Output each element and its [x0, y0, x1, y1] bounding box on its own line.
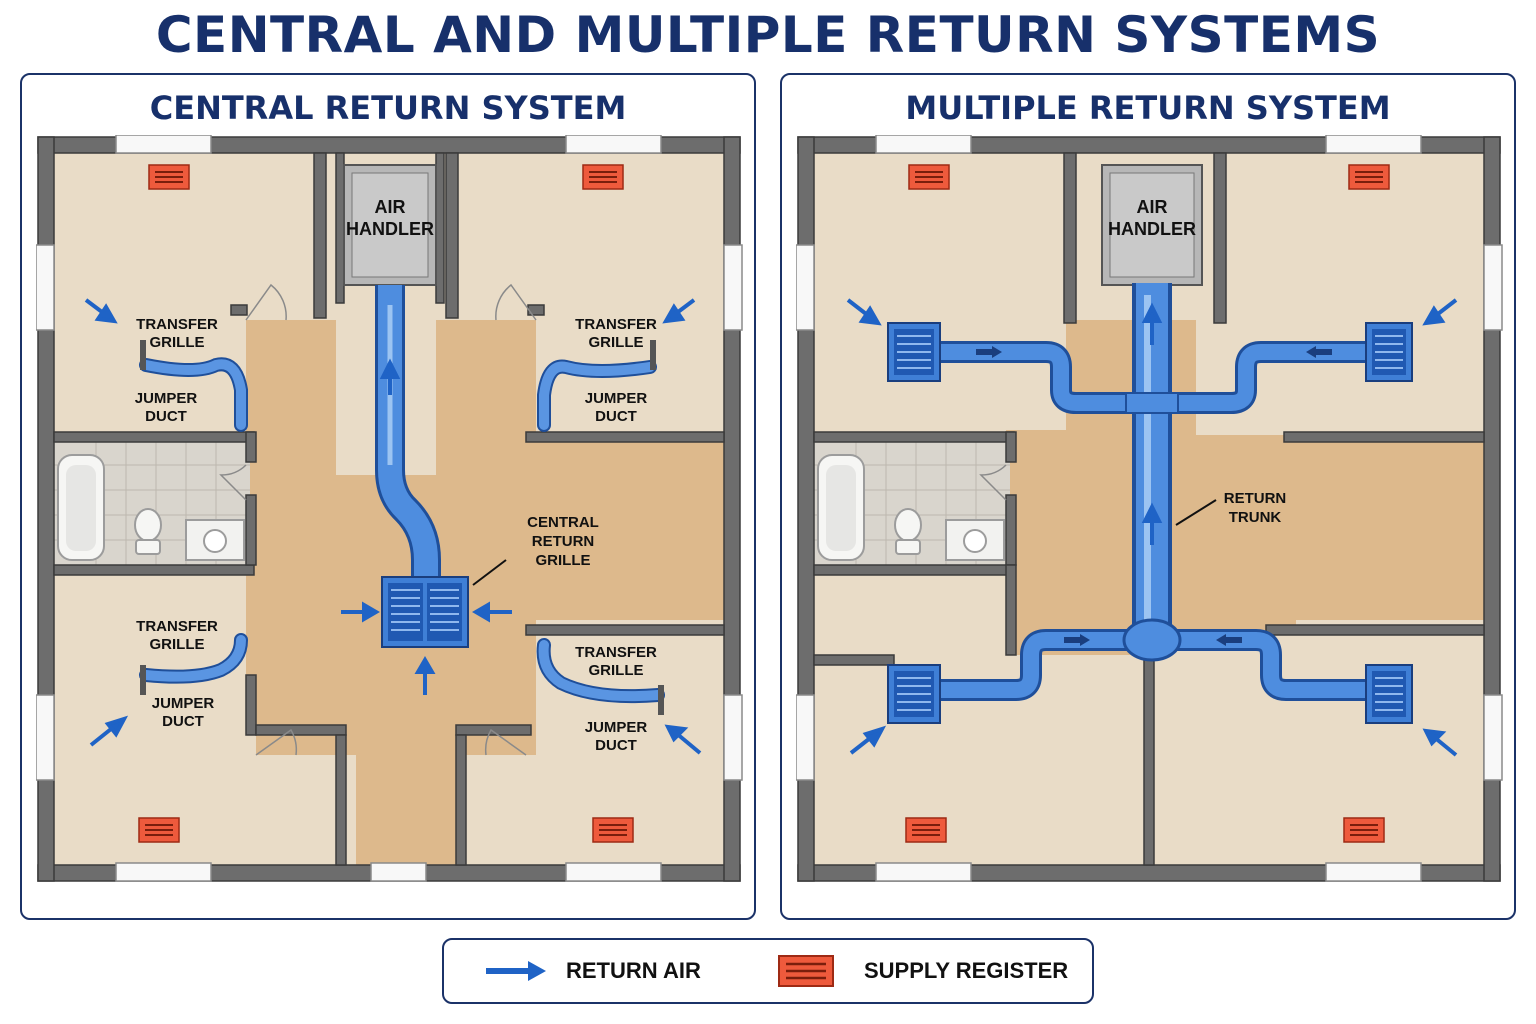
duct-flow-arrow-icon — [1306, 346, 1332, 358]
return-trunk-pointer — [1175, 499, 1217, 526]
transfer-grilles — [140, 340, 664, 715]
return-air-arrow-icon — [89, 715, 129, 747]
return-air-arrow-icon — [1141, 502, 1163, 545]
return-air-arrow-icon — [1141, 302, 1163, 345]
legend-supply-register: SUPPLY REGISTER — [778, 940, 1068, 1002]
bathroom — [54, 440, 250, 565]
multiple-return-panel: MULTIPLE RETURN SYSTEM — [780, 73, 1516, 920]
central-grille-pointer — [472, 559, 507, 586]
central-return-grille-label: CENTRAL — [527, 514, 599, 531]
return-air-arrow-icon — [664, 724, 702, 755]
legend: RETURN AIR SUPPLY REGISTER — [442, 938, 1094, 1004]
return-grille-icon — [1365, 322, 1413, 382]
supply-register-icon — [1348, 164, 1390, 190]
jumper-duct-label: JUMPER — [135, 390, 198, 407]
red-register-icon — [778, 955, 834, 987]
branch-ducts — [941, 341, 1366, 701]
toilet-icon — [134, 508, 162, 542]
page-title: CENTRAL AND MULTIPLE RETURN SYSTEMS — [155, 6, 1381, 64]
central-floor-plan: AIR HANDLER — [36, 135, 743, 882]
central-return-grille-label: RETURN — [532, 533, 595, 550]
return-air-arrow-icon — [1422, 298, 1458, 326]
return-air-arrow-icon — [379, 358, 401, 395]
legend-return-air-label: RETURN AIR — [566, 958, 701, 983]
supply-register-icon — [138, 817, 180, 843]
return-air-arrow-icon — [662, 298, 696, 324]
multiple-floor-plan: AIR HANDLER — [796, 135, 1503, 882]
return-air-arrow-icon — [1422, 728, 1458, 757]
multiple-panel-title: MULTIPLE RETURN SYSTEM — [905, 89, 1391, 127]
return-air-arrow-icon — [84, 298, 118, 324]
windows — [796, 135, 1503, 882]
air-handler-label-1: AIR — [1137, 197, 1168, 217]
central-panel-title: CENTRAL RETURN SYSTEM — [149, 89, 627, 127]
supply-register-icon — [905, 817, 947, 843]
jumper-duct-label: JUMPER — [585, 719, 648, 736]
toilet-icon — [894, 508, 922, 542]
return-air-arrows — [846, 298, 1458, 757]
supply-register-icon — [908, 164, 950, 190]
door-swings — [979, 464, 1007, 501]
air-handler: AIR HANDLER — [343, 164, 437, 286]
supply-registers — [138, 164, 634, 843]
blue-arrow-icon — [486, 961, 546, 981]
central-return-grille-label: GRILLE — [536, 552, 591, 569]
jumper-duct-label: DUCT — [595, 737, 637, 754]
duct-flow-arrows — [976, 346, 1332, 646]
jumper-duct-label: DUCT — [145, 408, 187, 425]
legend-supply-register-label: SUPPLY REGISTER — [864, 958, 1069, 983]
transfer-grille-label: TRANSFER — [136, 316, 218, 333]
return-air-arrow-icon — [341, 601, 380, 623]
return-air-arrow-icon — [846, 298, 882, 326]
windows — [36, 135, 743, 882]
jumper-duct-label: DUCT — [162, 713, 204, 730]
transfer-grille-label: GRILLE — [150, 636, 205, 653]
return-grille-icon — [887, 664, 941, 724]
jumper-duct-label: JUMPER — [152, 695, 215, 712]
central-return-grille — [381, 576, 469, 648]
transfer-grille-label: GRILLE — [589, 662, 644, 679]
bathroom — [814, 440, 1010, 565]
air-handler-label-2: HANDLER — [346, 219, 434, 239]
jumper-duct-label: DUCT — [595, 408, 637, 425]
return-grille-icon — [887, 322, 941, 382]
return-trunk-label: RETURN — [1224, 490, 1287, 507]
duct-flow-arrow-icon — [1064, 634, 1090, 646]
return-air-arrow-icon — [849, 725, 887, 755]
return-trunk-label: TRUNK — [1229, 509, 1282, 526]
air-handler: AIR HANDLER — [1101, 164, 1203, 286]
return-grilles — [887, 322, 1413, 724]
jumper-duct-label: JUMPER — [585, 390, 648, 407]
transfer-grille-label: TRANSFER — [575, 316, 657, 333]
duct-flow-arrow-icon — [976, 346, 1002, 358]
transfer-grille-label: GRILLE — [589, 334, 644, 351]
transfer-grille-label: TRANSFER — [136, 618, 218, 635]
supply-register-icon — [592, 817, 634, 843]
return-air-arrows — [84, 298, 702, 755]
duct-flow-arrow-icon — [1216, 634, 1242, 646]
legend-return-air: RETURN AIR — [484, 940, 701, 1002]
supply-register-icon — [582, 164, 624, 190]
return-duct — [378, 285, 438, 585]
hallway-floor — [246, 320, 726, 870]
air-handler-label-1: AIR — [375, 197, 406, 217]
supply-registers — [905, 164, 1390, 843]
transfer-grille-label: GRILLE — [150, 334, 205, 351]
return-grille-icon — [1365, 664, 1413, 724]
transfer-grille-label: TRANSFER — [575, 644, 657, 661]
supply-register-icon — [1343, 817, 1385, 843]
central-return-panel: CENTRAL RETURN SYSTEM — [20, 73, 756, 920]
return-air-arrow-icon — [414, 656, 436, 695]
jumper-ducts — [139, 357, 665, 704]
supply-register-icon — [148, 164, 190, 190]
door-swings — [219, 283, 537, 756]
air-handler-label-2: HANDLER — [1108, 219, 1196, 239]
return-air-arrow-icon — [472, 601, 512, 623]
